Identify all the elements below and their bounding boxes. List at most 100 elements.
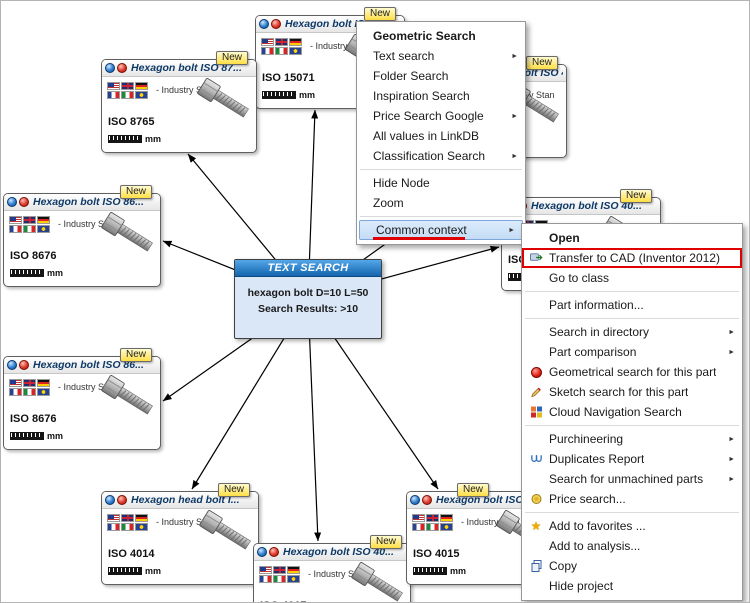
iso-number: ISO 8765	[108, 116, 155, 128]
menu-item-zoom[interactable]: Zoom	[373, 196, 404, 210]
menu-item-purchineering[interactable]: Purchineering	[522, 429, 742, 449]
flag-icon	[261, 38, 274, 46]
flag-icon	[23, 216, 36, 224]
menu-item-folder-search[interactable]: Folder Search	[373, 69, 449, 83]
red-ball-icon	[19, 197, 29, 207]
globe-icon	[259, 19, 269, 29]
country-flags-icon	[259, 566, 306, 584]
menu-item-text-search[interactable]: Text search	[357, 46, 525, 66]
flag-icon	[273, 575, 286, 583]
flag-icon	[275, 38, 288, 46]
menu-item-all-values-linkdb[interactable]: All values in LinkDB	[373, 129, 480, 143]
flag-icon	[135, 82, 148, 90]
menu-item-hide-node[interactable]: Hide Node	[373, 176, 430, 190]
globe-icon	[105, 63, 115, 73]
flag-icon	[107, 523, 120, 531]
flag-icon	[37, 216, 50, 224]
flag-icon	[135, 523, 148, 531]
flag-icon	[107, 82, 120, 90]
globe-icon	[105, 495, 115, 505]
ruler-icon	[262, 91, 296, 99]
red-ball-icon	[117, 495, 127, 505]
cloud-navigation-icon	[530, 406, 542, 418]
menu-item-cloud-navigation-search[interactable]: Cloud Navigation Search	[522, 402, 742, 422]
menu-item-open[interactable]: Open	[549, 231, 580, 245]
menu-separator	[525, 425, 739, 426]
unit-label: mm	[145, 566, 162, 576]
part-node-left-lower[interactable]: New Hexagon bolt ISO 86... - Industry St…	[3, 348, 161, 450]
menu-item-copy[interactable]: Copy	[522, 556, 742, 576]
menu-item-part-comparison[interactable]: Part comparison	[522, 342, 742, 362]
transfer-to-cad-icon	[529, 253, 543, 261]
part-node-top-left[interactable]: New Hexagon bolt ISO 87... - Industry St…	[101, 51, 257, 153]
part-node-bottom-middle[interactable]: New Hexagon bolt ISO 40... - Industry St…	[253, 535, 411, 603]
menu-item-transfer-to-cad[interactable]: Transfer to CAD (Inventor 2012)	[522, 248, 742, 268]
flag-icon	[259, 575, 272, 583]
flag-icon	[426, 523, 439, 531]
menu-item-geometric-search[interactable]: Geometric Search	[373, 29, 476, 43]
menu-separator	[525, 291, 739, 292]
menu-item-geometrical-search[interactable]: Geometrical search for this part	[522, 362, 742, 382]
new-badge: New	[119, 348, 152, 362]
part-node-title-bar: Hexagon bolt ISO 40...	[407, 492, 555, 509]
standard-label: - Industry Standa...	[308, 569, 366, 579]
text-search-node[interactable]: TEXT SEARCH hexagon bolt D=10 L=50 Searc…	[234, 259, 382, 339]
globe-icon	[257, 547, 267, 557]
menu-item-common-context[interactable]: Common context	[359, 220, 523, 240]
menu-item-add-favorites[interactable]: ★Add to favorites ...	[530, 519, 646, 533]
flag-icon	[261, 47, 274, 55]
new-badge: New	[369, 535, 402, 549]
bolt-thumbnail	[346, 562, 408, 603]
flag-icon	[37, 388, 50, 396]
menu-item-inspiration-search[interactable]: Inspiration Search	[373, 89, 470, 103]
flag-icon	[440, 514, 453, 522]
flag-icon	[121, 91, 134, 99]
new-badge: New	[619, 189, 652, 203]
unit-label: mm	[299, 90, 316, 100]
red-ball-icon	[117, 63, 127, 73]
part-node-left-upper[interactable]: New Hexagon bolt ISO 86... - Industry St…	[3, 185, 161, 287]
flag-icon	[275, 47, 288, 55]
menu-separator	[360, 216, 522, 217]
menu-item-part-information[interactable]: Part information...	[549, 298, 644, 312]
new-badge: New	[217, 483, 250, 497]
flag-icon	[287, 566, 300, 574]
menu-item-classification-search[interactable]: Classification Search	[357, 146, 525, 166]
unit-label: mm	[47, 431, 64, 441]
menu-item-go-to-class[interactable]: Go to class	[549, 271, 610, 285]
star-icon: ★	[530, 519, 542, 533]
flag-icon	[23, 379, 36, 387]
flag-icon	[412, 514, 425, 522]
menu-item-duplicates-report[interactable]: Duplicates Report	[522, 449, 742, 469]
country-flags-icon	[107, 82, 154, 100]
flag-icon	[259, 566, 272, 574]
country-flags-icon	[9, 216, 56, 234]
flag-icon	[9, 225, 22, 233]
menu-item-hide-project[interactable]: Hide project	[549, 579, 614, 593]
unit-label: mm	[145, 134, 162, 144]
menu-item-search-in-directory[interactable]: Search in directory	[522, 322, 742, 342]
part-node-bottom-left[interactable]: New Hexagon head bolt I... - Industry St…	[101, 483, 259, 585]
flag-icon	[289, 47, 302, 55]
red-ball-icon	[269, 547, 279, 557]
standard-label: - Industry Standa...	[58, 219, 116, 229]
copy-icon	[531, 560, 541, 572]
flag-icon	[121, 514, 134, 522]
ruler-icon	[10, 432, 44, 440]
menu-item-search-unmachined[interactable]: Search for unmachined parts	[522, 469, 742, 489]
ruler-icon	[108, 135, 142, 143]
menu-item-price-search[interactable]: Price search...	[522, 489, 742, 509]
flag-icon	[37, 225, 50, 233]
menu-item-price-search-google[interactable]: Price Search Google	[357, 106, 525, 126]
part-title: Hexagon head bolt I...	[131, 494, 240, 506]
flag-icon	[121, 82, 134, 90]
sketch-pencil-icon	[530, 387, 541, 398]
bolt-thumbnail	[194, 510, 256, 556]
menu-item-add-analysis[interactable]: Add to analysis...	[549, 539, 641, 553]
node-context-menu: Geometric Search Text search Folder Sear…	[356, 21, 526, 245]
part-title: Hexagon bolt ISO 40...	[531, 200, 642, 212]
part-context-menu: Open Transfer to CAD (Inventor 2012) Go …	[521, 223, 743, 601]
menu-item-sketch-search[interactable]: Sketch search for this part	[522, 382, 742, 402]
text-search-header: TEXT SEARCH	[235, 260, 381, 277]
globe-icon	[7, 360, 17, 370]
